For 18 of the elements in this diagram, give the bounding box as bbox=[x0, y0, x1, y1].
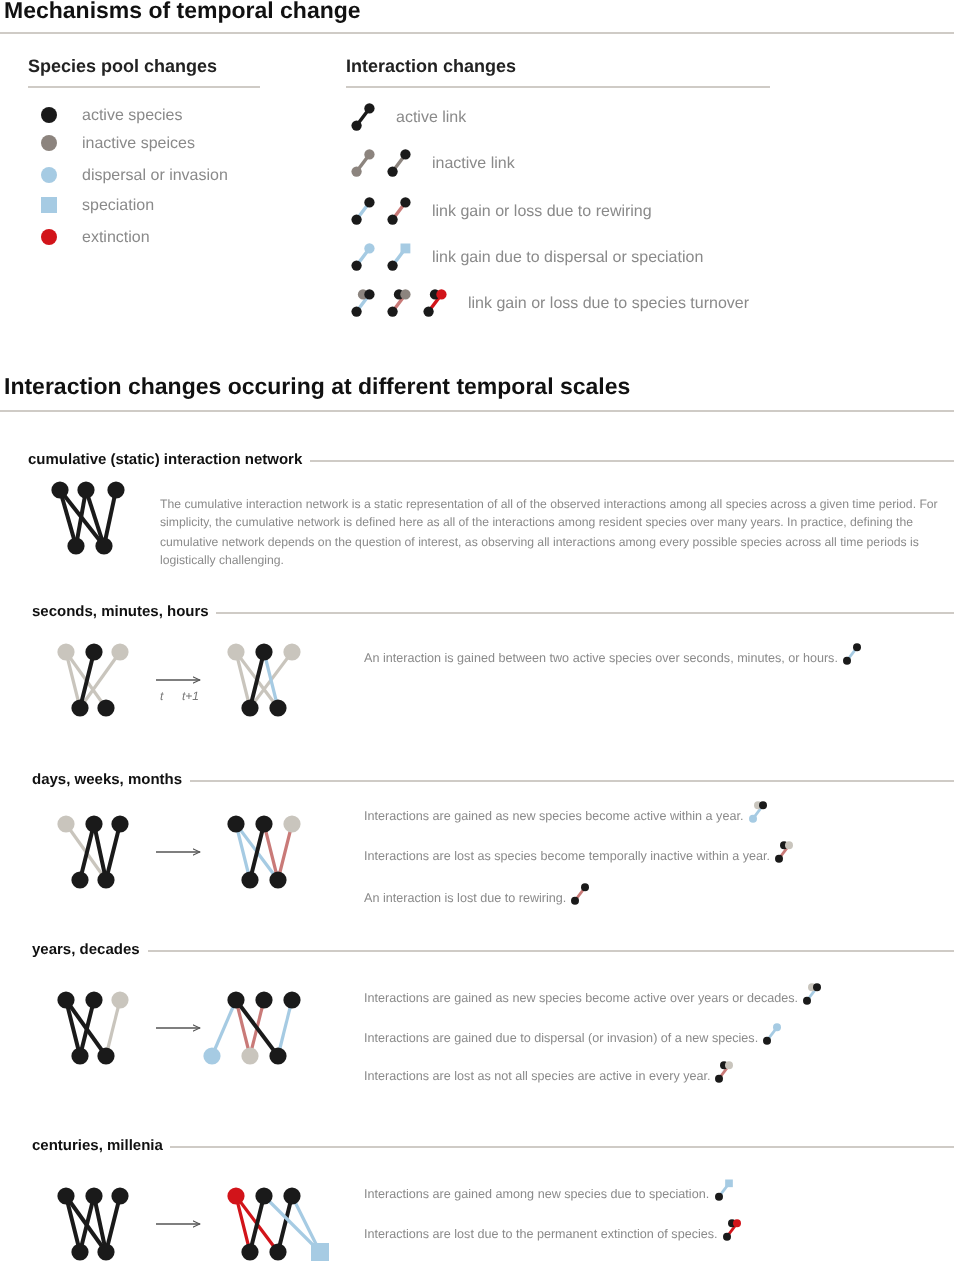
legend-text: extinction bbox=[82, 228, 150, 246]
heading: Mechanisms of temporal change bbox=[4, 0, 361, 24]
legend-text: link gain or loss due to species turnover bbox=[468, 294, 750, 312]
arrow bbox=[155, 1220, 201, 1228]
arrow bbox=[155, 848, 201, 856]
legend-text: inactive link bbox=[432, 154, 515, 172]
arrow bbox=[155, 1024, 201, 1032]
legend-text: dispersal or invasion bbox=[82, 166, 228, 184]
heading: Interaction changes occuring at different temporal scales bbox=[4, 376, 631, 400]
legend-text: link gain due to dispersal or speciation bbox=[432, 248, 704, 266]
legend-text: speciation bbox=[82, 196, 155, 214]
legend-text: link gain or loss due to rewiring bbox=[432, 202, 652, 220]
legend-text: inactive speices bbox=[82, 134, 195, 152]
legend-text: active species bbox=[82, 106, 183, 124]
legend-text: active link bbox=[396, 108, 467, 126]
arrow bbox=[155, 676, 201, 684]
subheading: Species pool changes bbox=[28, 56, 218, 76]
subheading: Interaction changes bbox=[346, 56, 517, 76]
